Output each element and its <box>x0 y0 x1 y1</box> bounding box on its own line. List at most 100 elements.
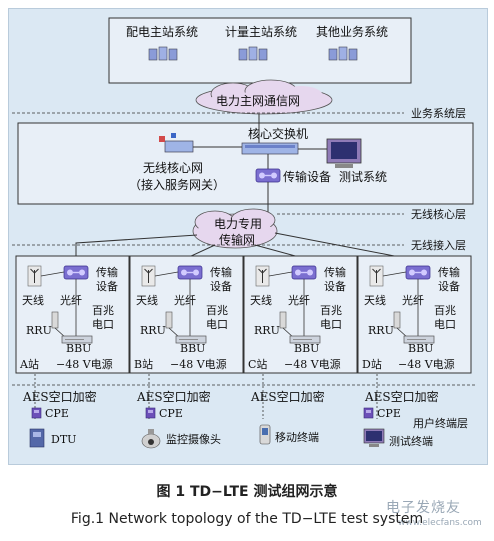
antenna-label: 天线 <box>136 293 158 307</box>
rru-icon <box>51 311 59 329</box>
station-label: A站 <box>19 357 39 371</box>
antenna-icon <box>369 265 384 287</box>
cpe-label-a: CPE <box>45 407 69 420</box>
core-switch-icon <box>241 142 299 155</box>
rru-icon <box>165 311 173 329</box>
watermark-logo: 电子发烧友 <box>386 500 461 516</box>
fiber-label: 光纤 <box>174 293 196 307</box>
gb-port-label-1: 百兆 <box>92 304 114 317</box>
network-topology-figure: 配电主站系统 计量主站系统 其他业务系统 电力主网通信网 业务系统层 核心交换机… <box>8 8 488 465</box>
station-d: 传输 设备 天线 光纤 百兆 电口 RRU BBU D站 −48 V电源 <box>357 255 472 374</box>
transport-device-icon <box>405 265 431 280</box>
rru-icon <box>393 311 401 329</box>
cpe-icon <box>145 407 156 419</box>
business-layer-label: 业务系统层 <box>411 107 466 120</box>
mobile-phone-icon <box>259 424 271 445</box>
power-label: −48 V电源 <box>56 357 113 371</box>
system-label-metering: 计量主站系统 <box>225 25 297 39</box>
transport-label-1: 传输 <box>96 265 118 279</box>
test-system-label: 测试系统 <box>339 169 387 184</box>
cpe-icon <box>31 407 42 419</box>
core-network-box <box>17 122 474 205</box>
station-label: C站 <box>248 357 267 371</box>
mobile-label: 移动终端 <box>275 430 319 444</box>
antenna-label: 天线 <box>250 293 272 307</box>
transport-label-2: 设备 <box>96 279 118 293</box>
dtu-label: DTU <box>51 433 76 446</box>
wireless-core-label-line1: 无线核心网 <box>143 161 203 175</box>
gb-port-label-2: 电口 <box>206 318 228 331</box>
system-label-other: 其他业务系统 <box>316 24 388 39</box>
gb-port-label-1: 百兆 <box>434 304 456 317</box>
station-b: 传输 设备 天线 光纤 百兆 电口 RRU BBU B站 −48 V电源 <box>129 255 244 374</box>
wireless-core-label-line2: （接入服务网关） <box>129 177 225 192</box>
transport-device-icon <box>291 265 317 280</box>
test-system-monitor-icon <box>326 138 362 168</box>
fiber-label: 光纤 <box>402 293 424 307</box>
transport-label-2: 设备 <box>324 279 346 293</box>
power-transport-cloud-icon <box>192 208 278 249</box>
gb-port-label-2: 电口 <box>434 318 456 331</box>
dtu-icon <box>29 428 45 448</box>
station-label: D站 <box>362 357 382 371</box>
rru-icon <box>279 311 287 329</box>
main-network-cloud-label: 电力主网通信网 <box>216 94 300 108</box>
core-transport-device-icon <box>255 168 281 183</box>
aes-label-a: AES空口加密 <box>22 389 97 404</box>
gb-port-label-1: 百兆 <box>206 304 228 317</box>
caption-chinese: 图 1 TD−LTE 测试组网示意 <box>156 484 338 500</box>
antenna-label: 天线 <box>364 293 386 307</box>
gb-port-label-1: 百兆 <box>320 304 342 317</box>
bbu-label: BBU <box>66 342 91 355</box>
antenna-icon <box>27 265 42 287</box>
system-label-distribution: 配电主站系统 <box>126 25 198 39</box>
transport-device-icon <box>63 265 89 280</box>
power-transport-cloud-label-2: 传输网 <box>219 232 255 247</box>
main-network-cloud-icon <box>195 79 333 115</box>
antenna-icon <box>141 265 156 287</box>
antenna-label: 天线 <box>22 293 44 307</box>
power-label: −48 V电源 <box>284 357 341 371</box>
power-label: −48 V电源 <box>398 357 455 371</box>
core-transport-label: 传输设备 <box>283 169 331 184</box>
rru-label: RRU <box>26 324 52 337</box>
fiber-label: 光纤 <box>60 293 82 307</box>
station-a: 传输 设备 天线 光纤 百兆 电口 RRU BBU A站 −48 V电源 <box>15 255 130 374</box>
power-transport-cloud-label-1: 电力专用 <box>214 216 262 231</box>
test-terminal-monitor-icon <box>363 428 385 447</box>
watermark-url: www.elecfans.com <box>398 518 482 528</box>
cpe-icon <box>363 407 374 419</box>
test-terminal-label: 测试终端 <box>389 434 433 448</box>
rru-label: RRU <box>368 324 394 337</box>
access-layer-label: 无线接入层 <box>411 238 466 252</box>
transport-label-2: 设备 <box>438 279 460 293</box>
station-label: B站 <box>134 357 153 371</box>
camera-icon <box>141 429 161 449</box>
station-c: 传输 设备 天线 光纤 百兆 电口 RRU BBU C站 −48 V电源 <box>243 255 358 374</box>
user-layer-label: 用户终端层 <box>413 416 468 430</box>
caption-english: Fig.1 Network topology of the TD−LTE tes… <box>70 511 424 527</box>
antenna-icon <box>255 265 270 287</box>
core-switch-label: 核心交换机 <box>248 126 308 141</box>
transport-label-1: 传输 <box>324 265 346 279</box>
gb-port-label-2: 电口 <box>320 318 342 331</box>
bbu-label: BBU <box>294 342 319 355</box>
cpe-label-d: CPE <box>377 407 401 420</box>
rru-label: RRU <box>254 324 280 337</box>
core-layer-label: 无线核心层 <box>411 207 466 221</box>
power-label: −48 V电源 <box>170 357 227 371</box>
transport-device-icon <box>177 265 203 280</box>
aes-label-c: AES空口加密 <box>250 389 325 404</box>
camera-label: 监控摄像头 <box>166 432 221 446</box>
gb-port-label-2: 电口 <box>92 318 114 331</box>
bbu-label: BBU <box>408 342 433 355</box>
transport-label-1: 传输 <box>210 265 232 279</box>
cpe-label-b: CPE <box>159 407 183 420</box>
rru-label: RRU <box>140 324 166 337</box>
fiber-label: 光纤 <box>288 293 310 307</box>
aes-label-d: AES空口加密 <box>364 389 439 404</box>
bbu-label: BBU <box>180 342 205 355</box>
aes-label-b: AES空口加密 <box>136 389 211 404</box>
transport-label-2: 设备 <box>210 279 232 293</box>
transport-label-1: 传输 <box>438 265 460 279</box>
